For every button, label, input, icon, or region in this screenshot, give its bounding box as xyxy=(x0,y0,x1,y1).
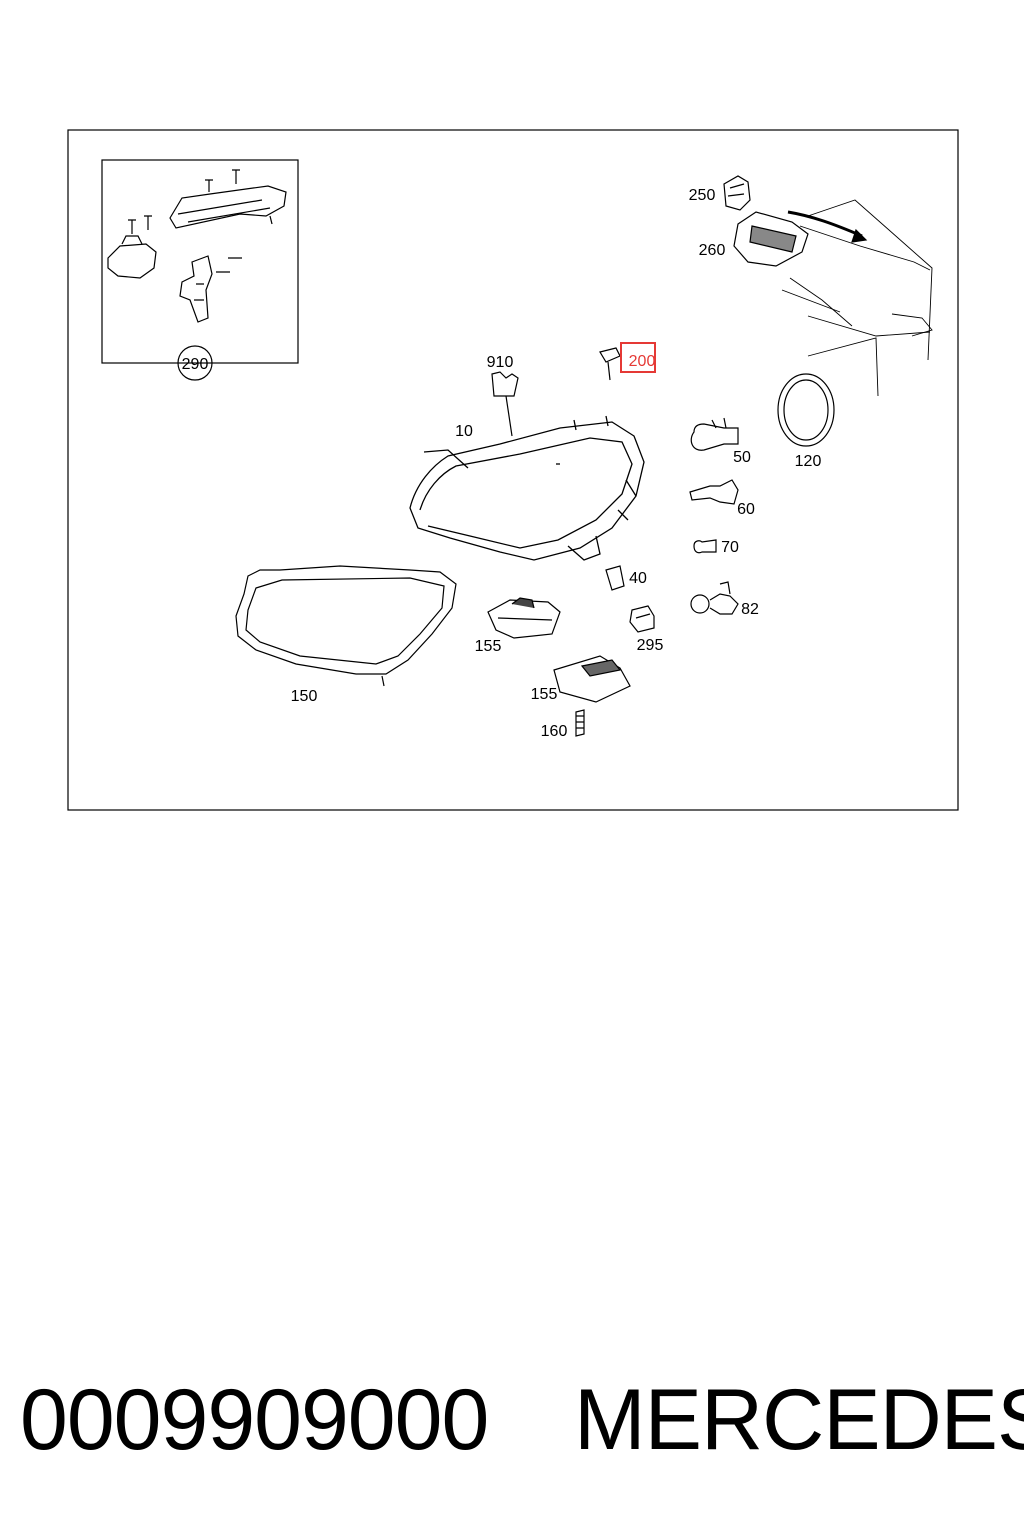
part-200-screw xyxy=(599,347,621,381)
diagram-frame xyxy=(67,129,959,811)
headlamp-parts-diagram: 290 250 260 910 200 10 50 120 60 70 40 8… xyxy=(67,129,959,811)
callout-50: 50 xyxy=(733,449,751,466)
callout-150: 150 xyxy=(291,688,318,705)
callout-40: 40 xyxy=(629,570,647,587)
highlight-box-200 xyxy=(620,342,656,373)
callout-10: 10 xyxy=(455,423,473,440)
bulbs-group xyxy=(605,373,835,633)
callout-155-lower: 155 xyxy=(531,686,558,703)
headlamp-housing xyxy=(409,415,645,561)
callout-290: 290 xyxy=(182,356,209,373)
callout-82: 82 xyxy=(741,601,759,618)
part-910 xyxy=(491,371,519,437)
control-units xyxy=(487,597,631,737)
callout-155-upper: 155 xyxy=(475,638,502,655)
callout-295: 295 xyxy=(637,637,664,654)
callout-70: 70 xyxy=(721,539,739,556)
callout-200: 200 xyxy=(629,353,656,370)
callout-160: 160 xyxy=(541,723,568,740)
brand-name: MERCEDES xyxy=(574,1372,1024,1468)
callout-910: 910 xyxy=(487,354,514,371)
callout-250: 250 xyxy=(689,187,716,204)
vehicle-outline xyxy=(781,199,933,397)
headlamp-gasket xyxy=(235,565,457,687)
part-number: 0009909000 xyxy=(20,1372,489,1468)
inset-bracket-set xyxy=(101,159,299,381)
sensor-parts xyxy=(723,175,868,267)
callout-120: 120 xyxy=(795,453,822,470)
callout-60: 60 xyxy=(737,501,755,518)
callout-260: 260 xyxy=(699,242,726,259)
